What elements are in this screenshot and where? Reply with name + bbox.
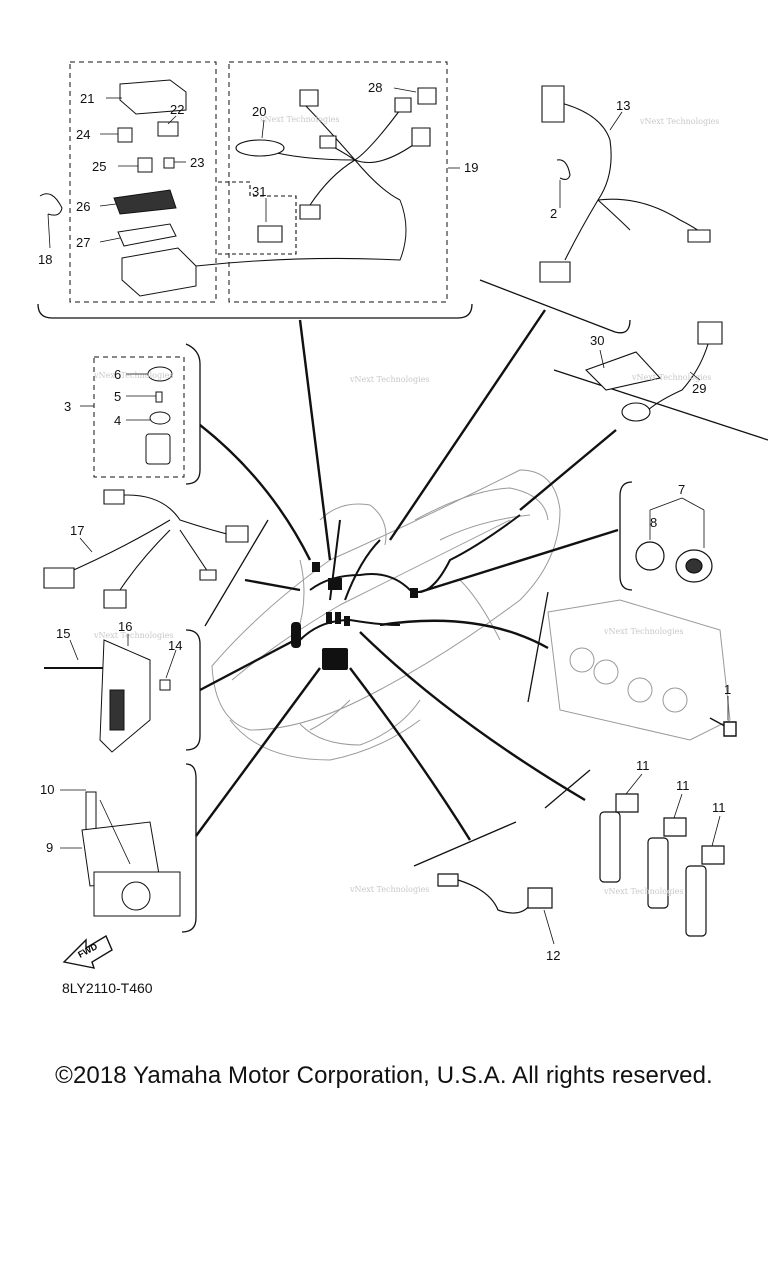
sensor-panel-frame [554, 370, 768, 440]
fuse-box-parts [40, 80, 196, 296]
callout-24: 24 [76, 127, 90, 142]
sub-harness-group-frame [229, 62, 447, 302]
relay-24-part [118, 128, 132, 142]
switch-group-frame [94, 357, 184, 477]
callout-20: 20 [252, 104, 266, 119]
watermark-2: vNext Technologies [639, 117, 719, 126]
callout-17: 17 [70, 523, 84, 538]
watermarks: vNext Technologies vNext Technologies vN… [93, 115, 719, 896]
watercraft-hull-illustration [212, 470, 560, 760]
watermark-6: vNext Technologies [93, 631, 173, 640]
panel-frames [38, 62, 768, 932]
callout-5: 5 [114, 389, 121, 404]
watermark-9: vNext Technologies [603, 887, 683, 896]
callout-15: 15 [56, 626, 70, 641]
sensor12-panel-frame [414, 822, 516, 866]
callout-16: 16 [118, 619, 132, 634]
callout-26: 26 [76, 199, 90, 214]
callout-3: 3 [64, 399, 71, 414]
callout-28: 28 [368, 80, 382, 95]
engine-panel-frame [528, 592, 548, 702]
sensor-29-parts [586, 322, 722, 421]
watermark-1: vNext Technologies [259, 115, 339, 124]
switch-parts [146, 367, 172, 464]
watermark-3: vNext Technologies [349, 375, 429, 384]
engine-block-illustration [548, 600, 730, 740]
relay-23-part [164, 158, 174, 168]
callout-11a: 11 [636, 758, 650, 773]
fuse-panel-26-part [114, 190, 176, 214]
gasket-27-part [118, 224, 176, 246]
leader-lines [196, 310, 618, 840]
callout-30: 30 [590, 333, 604, 348]
watermark-7: vNext Technologies [603, 627, 683, 636]
callout-31: 31 [252, 184, 266, 199]
callout-12: 12 [546, 948, 560, 963]
callout-6: 6 [114, 367, 121, 382]
ring-panel-frame [620, 482, 632, 590]
hull-components [291, 562, 418, 670]
harness-17-panel-frame [205, 520, 268, 626]
callout-19: 19 [464, 160, 478, 175]
cdi-parts [44, 640, 170, 752]
callout-leaders [48, 88, 728, 944]
callout-27: 27 [76, 235, 90, 250]
fuse-box-group-frame [70, 62, 216, 302]
ignition-coil-parts [600, 794, 724, 936]
drawing-code: 8LY2110-T460 [62, 980, 153, 996]
cdi-panel-frame [186, 630, 200, 750]
callout-2: 2 [550, 206, 557, 221]
bolt-1-part [710, 718, 736, 736]
callout-14: 14 [168, 638, 182, 653]
callout-numbers: 21 22 24 25 23 26 27 18 20 28 31 19 13 2… [38, 80, 731, 963]
callout-11c: 11 [712, 800, 726, 815]
callout-9: 9 [46, 840, 53, 855]
fuse-box-body-part [122, 248, 196, 296]
copyright-notice: ©2018 Yamaha Motor Corporation, U.S.A. A… [55, 1062, 713, 1089]
callout-1: 1 [724, 682, 731, 697]
callout-29: 29 [692, 381, 706, 396]
callout-18: 18 [38, 252, 52, 267]
callout-8: 8 [650, 515, 657, 530]
callout-22: 22 [170, 102, 184, 117]
ecu-parts [82, 792, 180, 916]
relay-22-part [158, 122, 178, 136]
ring-parts [636, 542, 712, 582]
sensor-12-parts [438, 874, 552, 913]
callout-13: 13 [616, 98, 630, 113]
callout-4: 4 [114, 413, 121, 428]
fwd-arrow: FWD [64, 936, 112, 968]
watermark-4: vNext Technologies [631, 373, 711, 382]
clamp-18-part [40, 194, 62, 215]
callout-21: 21 [80, 91, 94, 106]
watermark-8: vNext Technologies [349, 885, 429, 894]
fuse-box-cover-part [120, 80, 186, 114]
callout-23: 23 [190, 155, 204, 170]
relay-25-part [138, 158, 152, 172]
fuse-box-cable [196, 200, 406, 266]
callout-7: 7 [678, 482, 685, 497]
main-harness-parts [540, 86, 710, 282]
callout-25: 25 [92, 159, 106, 174]
harness-13-panel-frame [480, 280, 630, 333]
sub-harness-parts [218, 88, 436, 254]
ecu-panel-frame [182, 764, 196, 932]
sheet-30-part [586, 352, 660, 390]
switch-panel-frame [186, 344, 200, 484]
callout-11b: 11 [676, 778, 690, 793]
exploded-parts-diagram: FWD vNext Technologies vNext Technologie… [0, 0, 768, 1030]
harness-17-parts [44, 490, 248, 608]
top-left-panel-frame [38, 304, 472, 318]
watermark-5: vNext Technologies [93, 371, 173, 380]
callout-10: 10 [40, 782, 54, 797]
